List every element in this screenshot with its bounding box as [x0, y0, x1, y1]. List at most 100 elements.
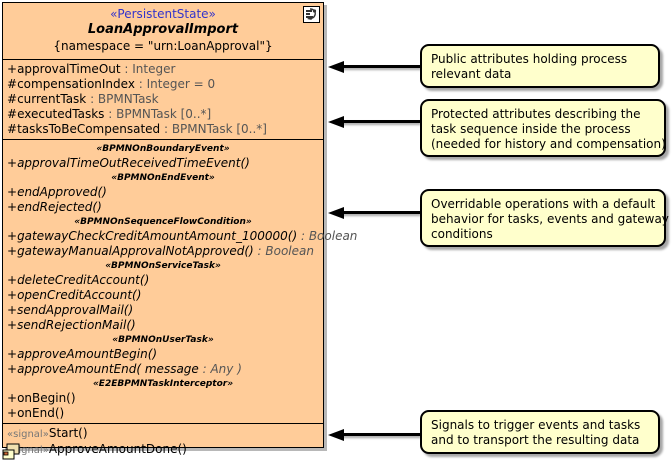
class-stereotype: «PersistentState»	[110, 7, 216, 21]
signal-row: «signal»Start()	[3, 426, 323, 442]
arrowhead-attributes-public	[328, 61, 344, 73]
connector-attributes-protected	[340, 120, 420, 123]
persistent-state-icon	[303, 6, 320, 23]
operation-name: openCreditAccount()	[17, 288, 142, 302]
visibility-marker: +	[7, 288, 18, 302]
visibility-marker: #	[7, 122, 18, 136]
operation-name: approveAmountBegin()	[17, 347, 158, 361]
visibility-marker: +	[7, 406, 18, 420]
arrowhead-attributes-protected	[328, 116, 344, 128]
operation-row: +openCreditAccount()	[3, 288, 323, 303]
signals-compartment: «signal»Start()«signal»ApproveAmountDone…	[3, 423, 323, 460]
attribute-type: : BPMNTask	[86, 92, 159, 106]
operation-group-stereotype: «BPMNOnBoundaryEvent»	[96, 144, 230, 154]
visibility-marker: +	[7, 318, 18, 332]
operation-row: +deleteCreditAccount()	[3, 273, 323, 288]
signal-row: «signal»ApproveAmountDone()	[3, 442, 323, 458]
visibility-marker: +	[7, 391, 18, 405]
attribute-name: executedTasks	[17, 107, 105, 121]
attribute-type: : BPMNTask [0..*]	[104, 107, 212, 121]
class-header: «PersistentState» LoanApprovalImport {na…	[3, 3, 323, 59]
operation-group-stereotype: «E2EBPMNTaskInterceptor»	[92, 379, 234, 389]
operation-name: sendApprovalMail()	[17, 303, 134, 317]
attribute-row: #currentTask : BPMNTask	[3, 92, 323, 107]
operation-row: +endApproved()	[3, 185, 323, 200]
class-tagged-value: {namespace = "urn:LoanApproval"}	[53, 39, 273, 53]
visibility-marker: +	[7, 273, 18, 287]
visibility-marker: +	[7, 185, 18, 199]
attribute-type: : Integer	[120, 62, 176, 76]
operation-name: gatewayCheckCreditAmountAmount_100000()	[17, 229, 298, 243]
visibility-marker: +	[7, 62, 18, 76]
signal-stereotype: «signal»	[7, 429, 49, 440]
attribute-name: approvalTimeOut	[17, 62, 121, 76]
signal-name: Start()	[48, 426, 88, 440]
note-line: and to transport the resulting data	[431, 433, 640, 447]
operation-name: deleteCreditAccount()	[17, 273, 150, 287]
operation-row: +gatewayManualApprovalNotApproved() : Bo…	[3, 244, 323, 259]
operation-group-stereotype: «BPMNOnServiceTask»	[105, 261, 221, 271]
operation-group-stereotype: «BPMNOnUserTask»	[112, 335, 214, 345]
operation-name: approveAmountEnd( message	[17, 362, 199, 376]
visibility-marker: #	[7, 107, 18, 121]
operation-row: +approvalTimeOutReceivedTimeEvent()	[3, 156, 323, 171]
operation-row: +onBegin()	[3, 391, 323, 406]
attribute-row: #compensationIndex : Integer = 0	[3, 77, 323, 92]
attribute-type: : BPMNTask [0..*]	[160, 122, 267, 136]
uml-class-box[interactable]: «PersistentState» LoanApprovalImport {na…	[2, 2, 357, 456]
operation-row: +endRejected()	[3, 200, 323, 215]
signal-name: ApproveAmountDone()	[48, 442, 187, 456]
operation-name: endApproved()	[17, 185, 107, 199]
class-name: LoanApprovalImport	[87, 22, 239, 37]
visibility-marker: +	[7, 347, 18, 361]
operation-row: +sendApprovalMail()	[3, 303, 323, 318]
operation-return-type: : Boolean	[253, 244, 314, 258]
note-line: Signals to trigger events and tasks	[431, 418, 641, 432]
connector-operations	[340, 211, 420, 214]
operation-group-stereotype: «BPMNOnEndEvent»	[111, 173, 215, 183]
operation-row: +onEnd()	[3, 406, 323, 421]
note-line: Protected attributes describing the	[431, 107, 641, 121]
note-line: conditions	[431, 227, 493, 241]
attribute-row: +approvalTimeOut : Integer	[3, 62, 323, 77]
attribute-type: : Integer = 0	[134, 77, 216, 91]
attribute-name: compensationIndex	[17, 77, 135, 91]
operation-name: approvalTimeOutReceivedTimeEvent()	[17, 156, 250, 170]
visibility-marker: +	[7, 200, 18, 214]
note-line: Overridable operations with a default	[431, 197, 656, 211]
attribute-row: #executedTasks : BPMNTask [0..*]	[3, 107, 323, 122]
attribute-name: tasksToBeCompensated	[17, 122, 161, 136]
operation-name: endRejected()	[17, 200, 102, 214]
connector-signals	[340, 433, 420, 436]
visibility-marker: +	[7, 229, 18, 243]
arrowhead-signals	[328, 429, 344, 441]
component-icon	[2, 443, 21, 462]
operation-name: onBegin()	[17, 391, 76, 405]
visibility-marker: #	[7, 92, 18, 106]
operation-name: onEnd()	[17, 406, 65, 420]
arrowhead-operations	[328, 207, 344, 219]
operation-row: +approveAmountBegin()	[3, 347, 323, 362]
operation-row: +sendRejectionMail()	[3, 318, 323, 333]
note-line: task sequence inside the process	[431, 122, 631, 136]
visibility-marker: +	[7, 362, 18, 376]
note-line: behavior for tasks, events and gateway	[431, 212, 669, 226]
operation-row: +approveAmountEnd( message : Any )	[3, 362, 323, 377]
note-line: (needed for history and compensation)	[431, 137, 666, 151]
visibility-marker: #	[7, 77, 18, 91]
visibility-marker: +	[7, 244, 18, 258]
attributes-compartment: +approvalTimeOut : Integer#compensationI…	[3, 59, 323, 139]
operation-row: +gatewayCheckCreditAmountAmount_100000()…	[3, 229, 357, 244]
operation-name: gatewayManualApprovalNotApproved()	[17, 244, 254, 258]
attribute-name: currentTask	[17, 92, 87, 106]
operations-compartment: «BPMNOnBoundaryEvent»+approvalTimeOutRec…	[3, 139, 357, 423]
attribute-row: #tasksToBeCompensated : BPMNTask [0..*]	[3, 122, 323, 137]
operation-return-type: : Any )	[198, 362, 242, 376]
connector-attributes-public	[340, 65, 420, 68]
operation-return-type: : Boolean	[297, 229, 358, 243]
visibility-marker: +	[7, 303, 18, 317]
